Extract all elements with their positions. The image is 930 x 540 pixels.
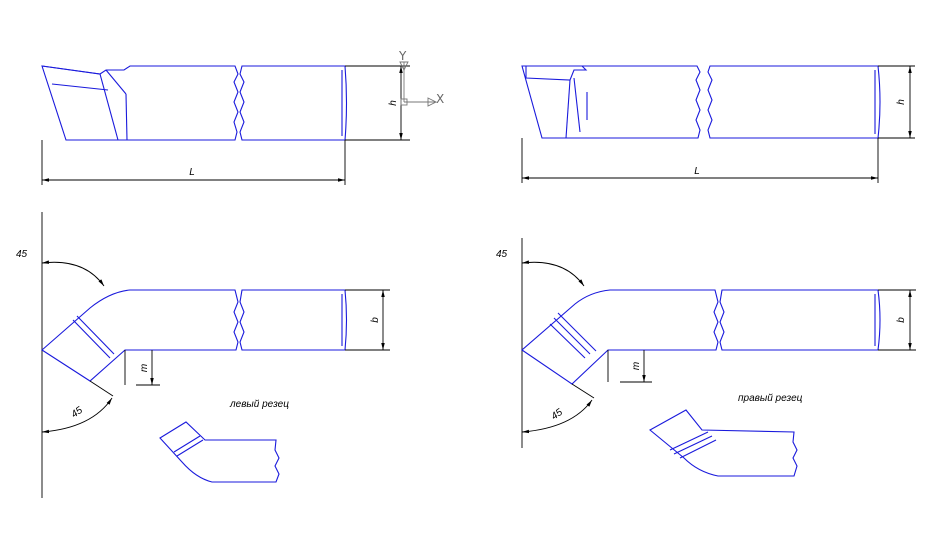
left-cutter-side-view [41, 65, 348, 141]
angle-arc-upper-right [521, 260, 585, 287]
dim-b-label: b [370, 317, 381, 323]
left-cutter-top-view [41, 212, 348, 498]
dim-L-label: L [189, 167, 195, 178]
angle-label-lower: 45 [69, 405, 85, 421]
dim-h-label: h [388, 100, 399, 106]
right-cutter-iso-view [649, 409, 798, 477]
axis-marker: Y X [398, 49, 444, 107]
right-cutter-caption: правый резец [738, 393, 803, 404]
dim-m-label: m [139, 364, 150, 372]
angle-arc-upper [41, 260, 105, 287]
dim-m-label-right: m [631, 362, 642, 370]
right-top-dimensions: 45 45 b m правый резец [496, 249, 916, 434]
angle-label-upper: 45 [16, 249, 28, 260]
left-top-dimensions: 45 45 b m левый резец [16, 249, 390, 434]
angle-arc-lower-right [521, 399, 593, 434]
left-cutter-caption: левый резец [229, 399, 289, 410]
right-cutter-side-view [521, 65, 881, 139]
angle-label-upper-right: 45 [496, 249, 508, 260]
angle-arc-lower [41, 397, 113, 434]
axis-y-label: Y [398, 49, 407, 63]
dim-h-label-right: h [896, 99, 907, 105]
right-side-dimensions: L h [521, 65, 915, 183]
dim-b-label-right: b [896, 317, 907, 323]
angle-label-lower-right: 45 [549, 407, 565, 423]
axis-x-label: X [436, 92, 444, 106]
left-cutter-iso-view [159, 421, 280, 483]
left-side-dimensions: L h [41, 65, 410, 185]
right-cutter-top-view [521, 238, 881, 448]
dim-L-label-right: L [694, 166, 700, 177]
